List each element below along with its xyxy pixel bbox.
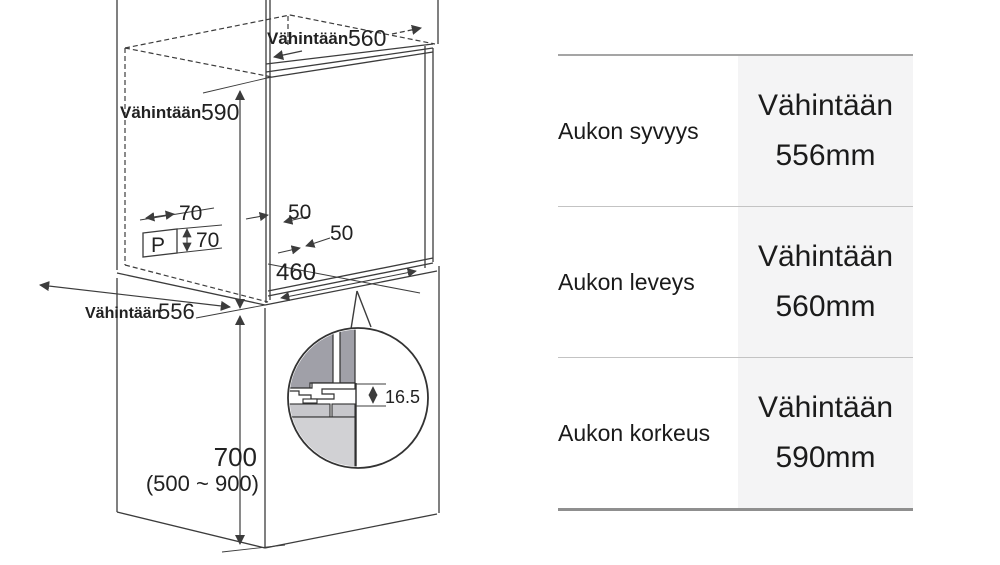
base-height-value: 700 [214, 442, 257, 472]
row-value-height: Vähintään 590mm [738, 358, 913, 508]
row-value-width: Vähintään 560mm [738, 207, 913, 357]
front-clearance-value: 50 [330, 222, 353, 245]
min-height-label: Vähintään [120, 103, 201, 122]
base-height-range: (500 ~ 900) [146, 471, 259, 496]
rail-tab [302, 398, 318, 404]
min-depth-value: 556 [158, 299, 195, 324]
mounting-rail [289, 382, 356, 400]
detail-callout: 16.5 [287, 290, 429, 469]
dim-min-width: Vähintään 560 [267, 24, 422, 61]
value-qualifier: Vähintään [757, 240, 894, 273]
installation-diagram: Vähintään 560 Vähintään 590 Vähintään 55… [38, 0, 440, 553]
side-clearance-value: 50 [288, 201, 311, 224]
value-qualifier: Vähintään [757, 89, 894, 122]
spec-table: Aukon syvyys Vähintään 556mm Aukon levey… [558, 54, 913, 511]
row-label-depth: Aukon syvyys [558, 56, 738, 206]
value-qualifier: Vähintään [757, 391, 894, 424]
table-row: Aukon syvyys Vähintään 556mm [558, 56, 913, 206]
table-row: Aukon leveys Vähintään 560mm [558, 206, 913, 357]
plug-symbol: P [151, 234, 165, 257]
value-measure: 590mm [775, 441, 876, 474]
row-label-height: Aukon korkeus [558, 358, 738, 508]
installation-drawing: Vähintään 560 Vähintään 590 Vähintään 55… [38, 0, 440, 553]
dim-base-height: 700 (500 ~ 900) [146, 314, 259, 546]
min-width-label: Vähintään [267, 29, 348, 48]
dim-min-depth: Vähintään 556 [38, 280, 232, 324]
row-value-depth: Vähintään 556mm [738, 56, 913, 206]
value-measure: 556mm [775, 139, 876, 172]
dim-clearances: 50 50 460 [245, 201, 417, 301]
row-label-width: Aukon leveys [558, 207, 738, 357]
min-depth-label: Vähintään [85, 305, 161, 322]
dim-min-height: Vähintään 590 [120, 89, 246, 310]
value-measure: 560mm [775, 290, 876, 323]
table-row: Aukon korkeus Vähintään 590mm [558, 357, 913, 508]
countertop-slab-right [331, 403, 356, 418]
min-height-value: 590 [201, 99, 239, 125]
plug-width-value: 70 [179, 202, 202, 225]
plug-position-box: P 70 70 [142, 202, 219, 258]
min-width-value: 560 [348, 25, 386, 51]
panel-gap-value: 16.5 [385, 387, 420, 407]
plug-height-value: 70 [196, 229, 219, 252]
panel-cross-section [289, 329, 334, 391]
inner-width-value: 460 [276, 259, 316, 286]
